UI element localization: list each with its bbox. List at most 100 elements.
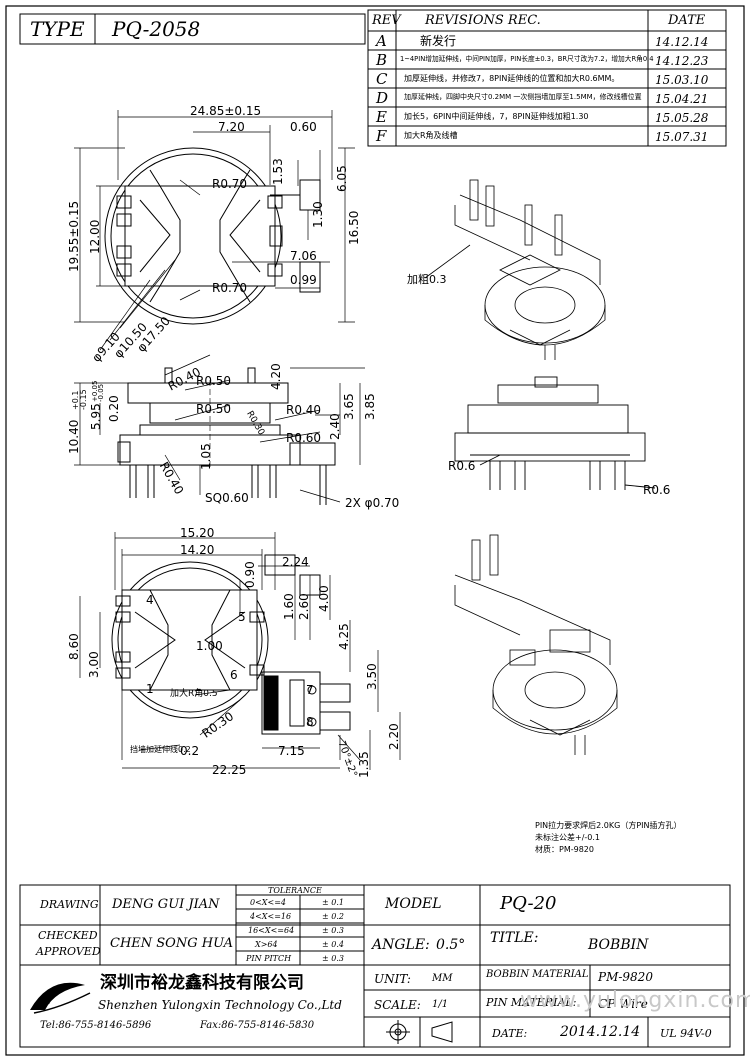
rev-text: 加厚延伸线，四脚中央尺寸0.2MM 一次侧挡墙加厚至1.5MM，修改线槽位置 [404, 93, 642, 101]
dim-label: R0.40 [286, 403, 322, 417]
rev-date: 15.04.21 [655, 92, 709, 106]
pin-number: 8 [306, 715, 314, 729]
pin-number: 4 [146, 593, 154, 607]
tol-range: 16<X<=64 [248, 926, 295, 935]
dim-label: 7.06 [290, 249, 317, 263]
dim-label: 15.20 [180, 526, 215, 540]
date-value: 2014.12.14 [560, 1024, 641, 1040]
isometric-view-top [424, 179, 606, 360]
dim-label: 0.99 [290, 273, 317, 287]
title-label: TITLE: [490, 930, 539, 946]
dim-label: 1.00 [196, 639, 223, 653]
note-line: 材质：PM-9820 [535, 845, 594, 854]
dim-label: 2X φ0.70 [345, 496, 400, 510]
date-label: DATE: [492, 1027, 528, 1040]
tol-range: X>64 [255, 940, 278, 949]
company-fax: Fax:86-755-8146-5830 [200, 1020, 315, 1031]
pin-number: 5 [238, 610, 246, 624]
rev-letter: A [376, 32, 387, 50]
model-label: MODEL [385, 896, 442, 912]
rev-text: 新发行 [420, 34, 457, 48]
dim-label: R0.6 [643, 483, 671, 497]
dim-label: SQ0.60 [205, 491, 249, 505]
tol-range: 0<X<=4 [250, 898, 286, 907]
dim-label: 14.20 [180, 543, 215, 557]
rev-text: 加长5，6PIN中间延伸线，7，8PIN延伸线加粗1.30 [404, 112, 589, 121]
rev-date: 14.12.23 [655, 54, 709, 68]
side-view-outline [117, 367, 336, 505]
tol-value: ± 0.2 [322, 912, 344, 921]
company-name-cn: 深圳市裕龙鑫科技有限公司 [100, 973, 304, 993]
dim-label: R0.6 [448, 459, 476, 473]
scale-value: 1/1 [432, 999, 449, 1010]
pin-material-label: PIN MATERIAL: [486, 996, 577, 1009]
drawing-label: DRAWING [40, 898, 99, 911]
note-line: PIN拉力要求焊后2.0KG（方PIN插方孔） [535, 821, 682, 830]
bottom-view-outline [111, 554, 351, 735]
model-value: PQ-20 [500, 893, 557, 914]
company-name-en: Shenzhen Yulongxin Technology Co.,Ltd [98, 998, 342, 1012]
bobbin-material-label: BOBBIN MATERIAL [486, 969, 589, 980]
rev-letter: B [376, 51, 388, 69]
dim-label: 7.15 [278, 744, 305, 758]
ul-value: UL 94V-0 [660, 1027, 712, 1040]
tol-value: ± 0.1 [322, 898, 344, 907]
checked-name: CHEN SONG HUA [110, 936, 234, 951]
rev-letter: D [376, 89, 389, 107]
date-header: DATE [668, 13, 706, 28]
pin-material-value: CP Wire [598, 997, 648, 1011]
dim-note: 加大R角0.5 [170, 689, 218, 699]
drawing-name: DENG GUI JIAN [112, 897, 220, 912]
angle-label: ANGLE: [372, 937, 430, 953]
rev-letter: F [376, 127, 387, 145]
watermark: www.yulongxin.com [520, 988, 750, 1013]
bobbin-material-value: PM-9820 [598, 970, 653, 984]
type-value: PQ-2058 [112, 17, 201, 41]
rev-date: 14.12.14 [655, 35, 709, 49]
approved-label: APPROVED [36, 945, 101, 958]
rev-header: REV [372, 13, 401, 28]
checked-label: CHECKED [38, 929, 98, 942]
title-value: BOBBIN [588, 937, 649, 953]
isometric-view-bottom [454, 534, 618, 755]
scale-label: SCALE: [374, 998, 421, 1012]
rev-date: 15.03.10 [655, 73, 709, 87]
dim-label: 0.2 [180, 744, 200, 758]
angle-value: 0.5° [436, 937, 466, 953]
unit-label: UNIT: [374, 972, 411, 986]
type-label: TYPE [30, 17, 85, 41]
dim-label: R0.60 [286, 431, 322, 445]
rev-text: 加大R角及线槽 [404, 131, 458, 140]
dim-label: 24.85±0.15 [190, 104, 262, 118]
title-block-lines [19, 884, 731, 1048]
dim-label: 7.20 [218, 120, 245, 134]
iso-note: 加粗0.3 [407, 273, 447, 286]
rev-letter: E [376, 108, 387, 126]
tol-range: PIN PITCH [246, 954, 292, 963]
rev-date: 15.05.28 [655, 111, 709, 125]
dim-label: 2.24 [282, 555, 309, 569]
top-view-outline [104, 147, 321, 325]
tol-range: 4<X<=16 [250, 912, 292, 921]
dim-note: 挡墙加延伸线0.2 [130, 745, 191, 754]
tol-value: ± 0.3 [322, 954, 344, 963]
note-line: 未标注公差+/-0.1 [535, 833, 601, 842]
tol-value: ± 0.4 [322, 940, 344, 949]
rev-date: 15.07.31 [655, 130, 709, 144]
pin-number: 6 [230, 668, 238, 682]
dim-label: R0.70 [212, 177, 248, 191]
company-tel: Tel:86-755-8146-5896 [40, 1020, 152, 1031]
pin-number: 1 [146, 682, 154, 696]
dim-label: R0.50 [196, 402, 232, 416]
rev-text: 加厚延伸线，并修改7，8PIN延伸线的位置和加大R0.6MM。 [404, 74, 620, 83]
tolerance-label: TOLERANCE [268, 886, 322, 895]
tol-value: ± 0.3 [322, 926, 344, 935]
rev-letter: C [376, 70, 388, 88]
dim-label: 22.25 [212, 763, 247, 777]
pin-number: 7 [306, 683, 314, 697]
dim-label: 0.60 [290, 120, 317, 134]
